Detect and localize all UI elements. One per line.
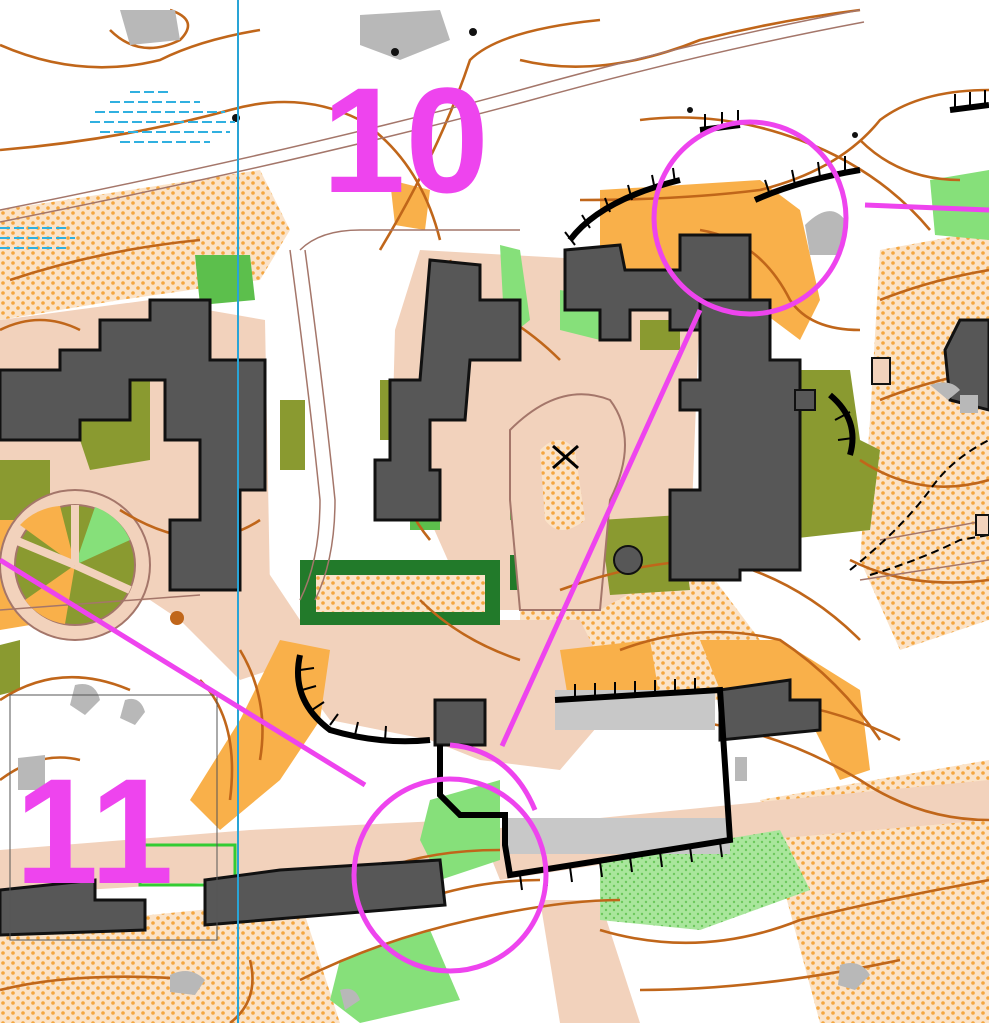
buildings bbox=[0, 233, 989, 937]
course-leg-line bbox=[449, 742, 538, 811]
inset-frame bbox=[9, 694, 218, 941]
course-leg-line bbox=[0, 557, 367, 788]
building bbox=[433, 698, 487, 747]
rock-areas bbox=[18, 10, 960, 1010]
control-circle-icon bbox=[351, 776, 549, 974]
contours bbox=[0, 8, 989, 1023]
start-x-icon bbox=[552, 444, 579, 470]
control-number-10: 10 bbox=[322, 56, 489, 224]
course-leg-line bbox=[864, 202, 989, 213]
building bbox=[373, 258, 522, 522]
building bbox=[0, 298, 267, 592]
control-circle-icon bbox=[651, 119, 849, 317]
building bbox=[0, 878, 147, 937]
cliff-ticks bbox=[299, 90, 986, 891]
control-number-11: 11 bbox=[15, 747, 174, 915]
pond bbox=[0, 91, 235, 249]
building bbox=[203, 858, 447, 927]
building bbox=[718, 678, 822, 742]
course-leg-line bbox=[499, 308, 703, 748]
tracks bbox=[849, 439, 989, 576]
building bbox=[668, 298, 802, 582]
paths bbox=[0, 9, 989, 611]
course-overprint bbox=[0, 119, 989, 974]
round-plaza bbox=[0, 489, 151, 641]
